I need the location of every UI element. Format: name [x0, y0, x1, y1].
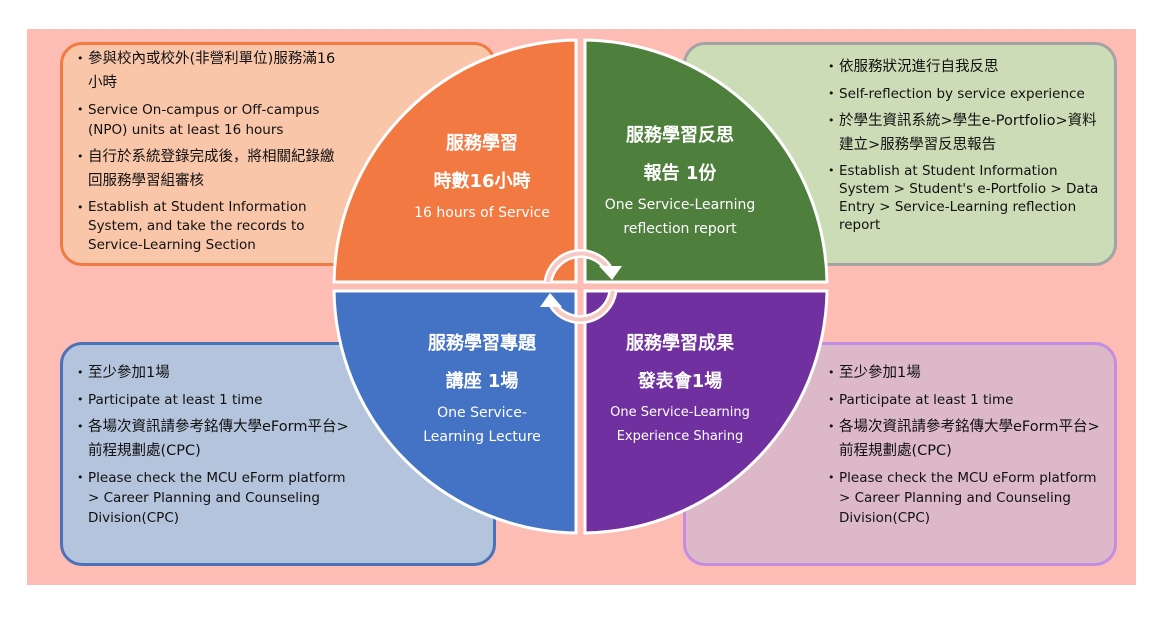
quadrant-experience-sharing — [583, 289, 829, 535]
list-item: 自行於系統登錄完成後，將相關紀錄繳回服務學習組審核 — [77, 145, 347, 193]
quadrant-label-service-hours: 服務學習 時數16小時 16 hours of Service — [382, 125, 582, 225]
quadrant-title: 服務學習專題 — [428, 333, 536, 354]
quadrant-title: 服務學習反思 — [626, 125, 734, 146]
list-item: 至少參加1場 — [828, 361, 1103, 385]
list-item: 至少參加1場 — [77, 361, 352, 385]
quadrant-label-lecture: 服務學習專題 講座 1場 One Service-Learning Lectur… — [382, 325, 582, 449]
list-item: Participate at least 1 time — [77, 390, 352, 410]
quadrant-title: 服務學習 — [446, 133, 518, 154]
list-item: 參與校內或校外(非營利單位)服務滿16小時 — [77, 47, 347, 95]
quadrant-subtitle: One Service-Learning reflection report — [604, 197, 756, 237]
list-item: Establish at Student Information System,… — [77, 198, 347, 255]
quadrant-title: 服務學習成果 — [626, 333, 734, 354]
quadrant-subtitle: One Service-Learning Lecture — [423, 405, 541, 445]
list-item: 依服務狀況進行自我反思 — [828, 55, 1103, 79]
list-item: Establish at Student Information System … — [828, 162, 1103, 234]
list-item: Self-reflection by service experience — [828, 84, 1103, 104]
quadrant-title: 發表會1場 — [637, 371, 723, 392]
quadrant-lecture — [332, 289, 578, 535]
quadrant-service-hours — [332, 38, 578, 284]
quadrant-subtitle: One Service-Learning Experience Sharing — [610, 405, 750, 444]
quadrant-reflection-report — [583, 38, 829, 284]
quadrant-title: 時數16小時 — [433, 171, 531, 192]
list-item: 於學生資訊系統>學生e-Portfolio>資料建立>服務學習反思報告 — [828, 109, 1103, 157]
quadrant-title: 講座 1場 — [445, 371, 519, 392]
quadrant-label-reflection-report: 服務學習反思 報告 1份 One Service-Learning reflec… — [580, 117, 780, 241]
list-item: Please check the MCU eForm platform > Ca… — [77, 468, 352, 528]
quadrant-subtitle: 16 hours of Service — [414, 205, 550, 221]
list-item: 各場次資訊請參考銘傳大學eForm平台>前程規劃處(CPC) — [77, 415, 352, 463]
list-item: Participate at least 1 time — [828, 390, 1103, 410]
list-item: 各場次資訊請參考銘傳大學eForm平台>前程規劃處(CPC) — [828, 415, 1103, 463]
list-item: Please check the MCU eForm platform > Ca… — [828, 468, 1103, 528]
quadrant-title: 報告 1份 — [643, 163, 717, 184]
quadrant-label-experience-sharing: 服務學習成果 發表會1場 One Service-Learning Experi… — [580, 325, 780, 449]
list-item: Service On-campus or Off-campus (NPO) un… — [77, 100, 347, 140]
